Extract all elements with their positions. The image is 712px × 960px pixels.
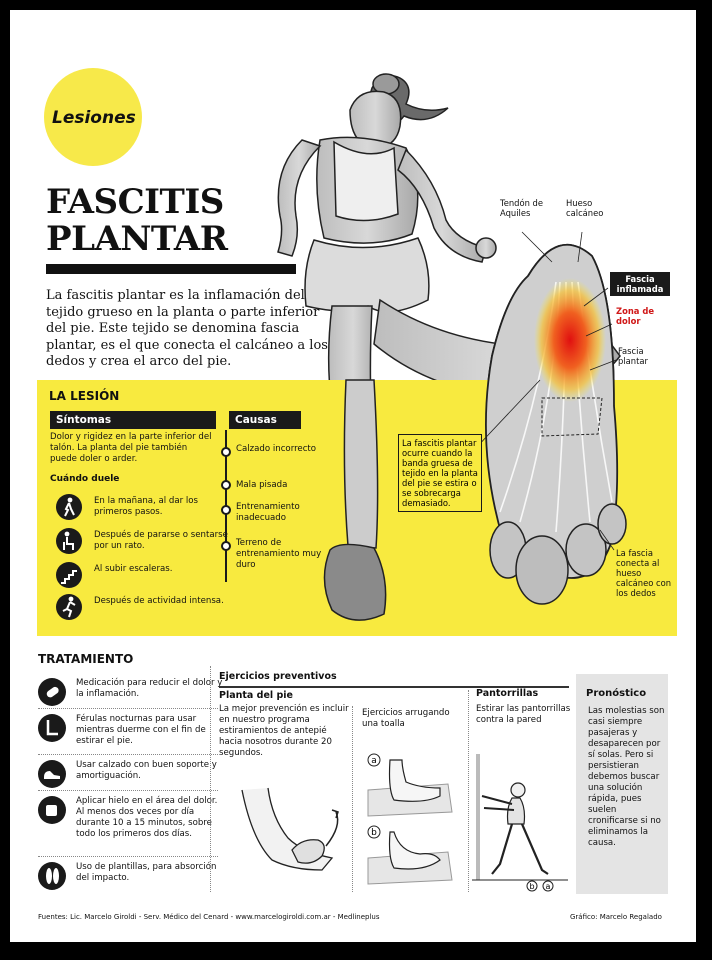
foot-stretch-illustration [241,787,339,871]
cause-item: Calzado incorrecto [236,444,317,454]
calf-stretch-illustration: b a [472,754,568,892]
cause-item: Terreno de entrenamiento muy duro [236,538,322,570]
plantar-exercise-heading: Planta del pie [219,690,293,701]
treatment-text: Aplicar hielo en el área del dolor. Al m… [76,796,218,839]
treatment-heading: TRATAMIENTO [38,652,134,666]
title-rule [46,264,296,274]
night-splint-icon [38,714,66,742]
exercises-rule [219,686,569,688]
page-title: FASCITIS PLANTAR [46,184,296,258]
cause-item: Mala pisada [236,480,288,490]
step-b-marker [367,825,381,839]
plantar-exercise-text: La mejor prevención es incluir en nuestr… [219,704,349,758]
shoe-icon [38,760,66,788]
when-item-text: Después de actividad intensa. [94,596,224,606]
sources-footer: Fuentes: Lic. Marcelo Giroldi - Serv. Mé… [38,913,380,921]
when-item-text: En la mañana, al dar los primeros pasos. [94,496,199,517]
when-item: Después de pararse o sentarse por un rat… [56,528,228,558]
insoles-icon [38,862,66,890]
cause-item: Entrenamiento inadecuado [236,502,300,523]
fasciitis-callout: La fascitis plantar ocurre cuando la ban… [398,434,482,512]
prognosis-title: Pronóstico [586,688,647,699]
when-item-text: Después de pararse o sentarse por un rat… [94,530,228,551]
ice-cube-icon [38,796,66,824]
lesion-heading: LA LESIÓN [49,389,120,403]
symptoms-tab: Síntomas [50,411,216,429]
calf-step-b-label: b [529,882,534,891]
running-person-icon [56,594,82,620]
when-item-text: Al subir escaleras. [94,564,173,574]
treatment-text: Usar calzado con buen soporte y amortigu… [76,760,217,781]
pill-icon [38,678,66,706]
label-calcaneus-bone: Hueso calcáneo [566,198,604,218]
cause-bullet [221,447,231,457]
exercises-heading: Ejercicios preventivos [219,671,337,682]
walking-person-icon [56,494,82,520]
label-inflamed-fascia: Fascia inflamada [610,272,670,296]
step-b-label: b [371,828,377,838]
cause-bullet [221,505,231,515]
causes-tab: Causas [229,411,301,429]
step-a-marker [367,753,381,767]
calf-exercise-text: Estirar las pantorrillas contra la pared [476,704,571,725]
when-item: Después de actividad intensa. [56,594,226,624]
divider [38,790,218,791]
column-divider [468,690,469,892]
divider [38,856,218,857]
when-item: En la mañana, al dar los primeros pasos. [56,494,226,524]
title-line-2: PLANTAR [46,219,228,259]
treatment-text: Medicación para reducir el dolor y la in… [76,678,223,699]
divider [38,754,218,755]
symptoms-text: Dolor y rigidez en la parte inferior del… [50,432,212,464]
divider [38,708,218,709]
section-badge-label: Lesiones [52,108,136,128]
cause-bullet [221,480,231,490]
when-item: Al subir escaleras. [56,562,226,592]
step-a-label: a [371,756,377,766]
prognosis-text: Las molestias son casi siempre pasajeras… [588,706,665,848]
cause-bullet [221,541,231,551]
column-divider [210,666,211,892]
label-fascia-connects: La fascia conecta al hueso calcáneo con … [616,548,672,598]
column-divider [352,706,353,892]
calf-exercise-heading: Pantorrillas [476,688,539,699]
foot-sole-illustration [323,231,627,621]
prognosis-box: Pronóstico Las molestias son casi siempr… [576,674,668,894]
intro-paragraph: La fascitis plantar es la inflamación de… [46,288,328,369]
treatment-text: Férulas nocturnas para usar mientras due… [76,714,206,746]
title-line-1: FASCITIS [46,182,224,222]
label-achilles-tendon: Tendón de Aquiles [500,198,544,218]
towel-exercise-illustration: a b [367,753,453,885]
calf-step-a-label: a [546,882,551,891]
towel-exercise-text: Ejercicios arrugando una toalla [362,708,450,729]
section-badge: Lesiones [44,68,142,166]
infographic-page: Lesiones FASCITIS PLANTAR La fascitis pl… [10,10,696,942]
stairs-icon [56,562,82,588]
label-pain-zone: Zona de dolor [616,306,655,326]
label-plantar-fascia: Fascia plantar [618,346,648,366]
when-it-hurts-heading: Cuándo duele [50,474,120,484]
sitting-person-icon [56,528,82,554]
treatment-text: Uso de plantillas, para absorción del im… [76,862,217,883]
graphic-credit: Gráfico: Marcelo Regalado [570,913,662,921]
